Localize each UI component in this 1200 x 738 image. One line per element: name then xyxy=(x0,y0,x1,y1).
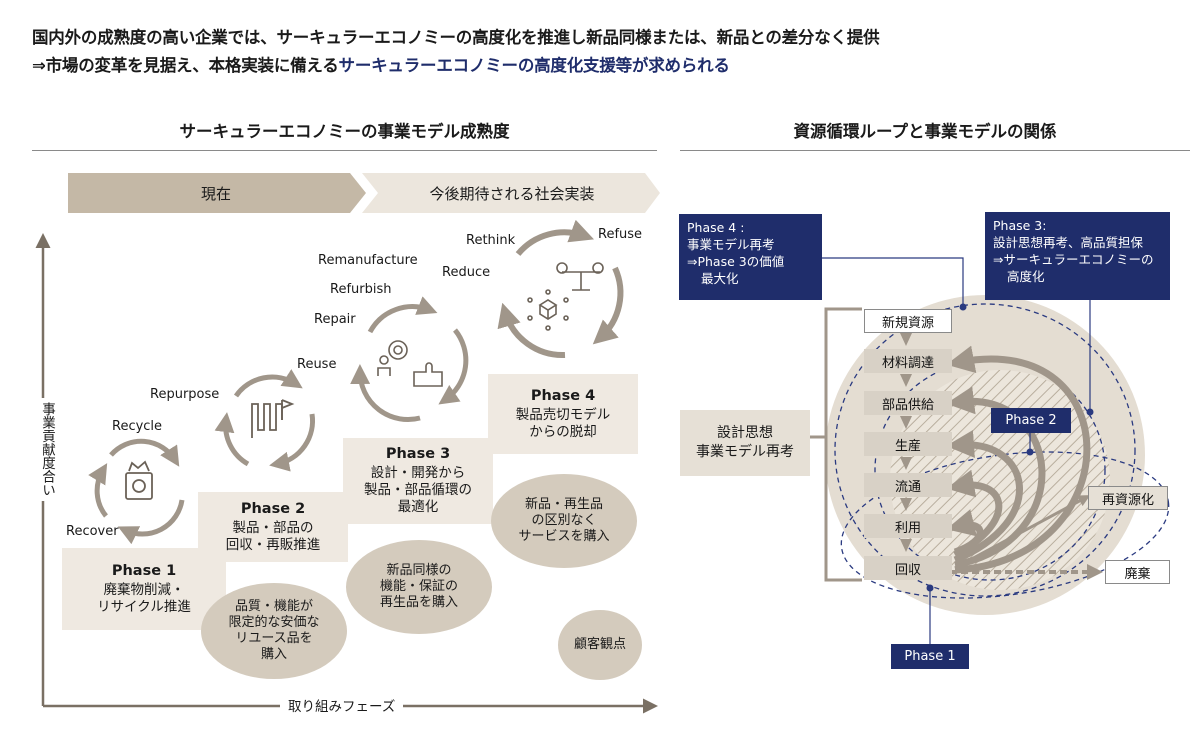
maturity-title-rule xyxy=(32,150,657,151)
band-current-shape xyxy=(68,173,366,213)
design-thinking-line1: 設計思想 xyxy=(717,425,773,441)
phase3-callout-line4: 高度化 xyxy=(1007,269,1045,284)
phase2-box: Phase 2 製品・部品の 回収・再販推進 xyxy=(198,492,348,562)
phase4-callout-line1: Phase 4 : xyxy=(687,220,745,235)
design-thinking-line2: 事業モデル再考 xyxy=(696,444,794,460)
arc-recover-to-parts xyxy=(946,386,1046,569)
r-word-repair: Repair xyxy=(314,312,356,327)
phase4-line2: からの脱却 xyxy=(529,423,597,440)
customer-perspective-label: 顧客観点 xyxy=(558,610,642,680)
phase4-callout-line2: 事業モデル再考 xyxy=(687,237,775,252)
customer3-line2: の区別なく xyxy=(531,513,597,528)
arc-use-to-production xyxy=(946,430,1023,564)
loop-title-rule xyxy=(680,150,1190,151)
phase1-line1: 廃棄物削減・ xyxy=(103,581,185,598)
band-future-shape xyxy=(362,173,660,213)
r-word-remanufacture: Remanufacture xyxy=(318,253,418,268)
design-thinking-box: 設計思想 事業モデル再考 xyxy=(680,410,810,476)
phase3-callout: Phase 3: 設計思想再考、高品質担保 ⇒サーキュラーエコノミーの 高度化 xyxy=(985,212,1170,300)
r-word-reduce: Reduce xyxy=(442,265,491,280)
orbit-flat xyxy=(840,451,1170,599)
scale-network-icon xyxy=(527,262,604,331)
customer1-line4: 購入 xyxy=(260,647,287,662)
phase2-callout: Phase 2 xyxy=(991,408,1071,433)
phase3-callout-line3: ⇒サーキュラーエコノミーの xyxy=(993,252,1154,267)
phase4-callout-line xyxy=(822,257,964,304)
route-flag-icon xyxy=(251,399,295,438)
x-axis-label: 取り組みフェーズ xyxy=(280,695,404,715)
cycle-reuse xyxy=(214,369,316,472)
y-axis-label: 事業貢献度合い xyxy=(31,398,55,501)
customer-ellipse-2: 新品同様の 機能・保証の 再生品を購入 xyxy=(346,540,492,634)
cycle-repair xyxy=(350,296,469,423)
loop-section-title: 資源循環ループと事業モデルの関係 xyxy=(793,122,1057,141)
customer3-line1: 新品・再生品 xyxy=(524,497,603,512)
maturity-section-title: サーキュラーエコノミーの事業モデル成熟度 xyxy=(179,122,510,141)
r-word-repurpose: Repurpose xyxy=(150,387,220,402)
flow-production: 生産 xyxy=(864,432,952,456)
customer3-line3: サービスを購入 xyxy=(518,529,610,544)
orbit-large xyxy=(834,303,1136,597)
phase2-line2: 回収・再販推進 xyxy=(225,536,321,553)
phase3-line1: 設計・開発から xyxy=(370,465,466,481)
phase3-callout-line1: Phase 3: xyxy=(993,218,1047,233)
phase2-name: Phase 2 xyxy=(240,500,306,517)
orbit-medium xyxy=(874,359,1106,581)
phase3-line2: 製品・部品循環の xyxy=(364,482,472,498)
customer-ellipse-1: 品質・機能が 限定的な安価な リユース品を 購入 xyxy=(201,583,347,679)
arc-recover-to-material xyxy=(946,345,1091,574)
phase3-box: Phase 3 設計・開発から 製品・部品循環の 最適化 xyxy=(343,438,493,524)
r-word-refuse: Refuse xyxy=(598,227,643,242)
gear-puzzle-icon xyxy=(377,340,443,387)
flow-material-procurement: 材料調達 xyxy=(864,349,952,373)
phase4-callout: Phase 4 : 事業モデル再考 ⇒Phase 3の価値 最大化 xyxy=(679,214,822,300)
phase3-name: Phase 3 xyxy=(385,446,451,462)
r-word-refurbish: Refurbish xyxy=(330,282,392,297)
phase1-name: Phase 1 xyxy=(111,562,177,579)
cycle-recycle xyxy=(88,438,185,545)
flow-use: 利用 xyxy=(864,514,952,538)
design-bracket xyxy=(810,307,862,582)
headline-line1: 国内外の成熟度の高い企業では、サーキュラーエコノミーの高度化を推進し新品同様また… xyxy=(32,28,880,47)
customer1-line1: 品質・機能が xyxy=(234,599,313,614)
flow-new-resources: 新規資源 xyxy=(864,309,952,333)
r-word-rethink: Rethink xyxy=(466,233,516,248)
headline-line2-accent: サーキュラーエコノミーの高度化支援等が求められる xyxy=(338,56,730,75)
customer1-line3: リユース品を xyxy=(235,631,313,646)
phase3-callout-line2: 設計思想再考、高品質担保 xyxy=(993,235,1144,250)
arrow-to-recycle xyxy=(954,495,1091,570)
recycle-resources-box: 再資源化 xyxy=(1088,486,1168,510)
customer1-line2: 限定的な安価な xyxy=(228,615,320,630)
phase3-line3: 最適化 xyxy=(397,499,439,515)
r-word-reuse: Reuse xyxy=(297,357,337,372)
phase4-name: Phase 4 xyxy=(530,387,596,404)
flow-parts-supply: 部品供給 xyxy=(864,391,952,415)
customer2-line1: 新品同様の xyxy=(386,563,452,578)
arc-use-to-use xyxy=(946,509,984,556)
waste-box: 廃棄 xyxy=(1105,560,1170,584)
customer-ellipse-3: 新品・再生品 の区別なく サービスを購入 xyxy=(491,474,637,568)
recycle-bin-icon xyxy=(125,460,153,500)
phase1-callout: Phase 1 xyxy=(891,644,969,669)
cycle-rethink xyxy=(497,219,624,359)
customer2-line3: 再生品を購入 xyxy=(379,595,458,610)
band-future: 今後期待される社会実装 xyxy=(429,184,595,203)
flow-distribution: 流通 xyxy=(864,473,952,497)
phase2-line1: 製品・部品の xyxy=(232,519,314,536)
r-word-recover: Recover xyxy=(66,524,119,539)
phase4-callout-line3: ⇒Phase 3の価値 xyxy=(687,254,785,269)
phase4-line1: 製品売切モデル xyxy=(515,406,611,423)
band-current: 現在 xyxy=(200,184,231,203)
flow-recovery: 回収 xyxy=(864,556,952,580)
headline-line2: ⇒市場の変革を見据え、本格実装に備えるサーキュラーエコノミーの高度化支援等が求め… xyxy=(32,52,730,76)
phase4-box: Phase 4 製品売切モデル からの脱却 xyxy=(488,374,638,454)
phase4-callout-line4: 最大化 xyxy=(701,271,739,286)
headline-line2-prefix: ⇒市場の変革を見据え、本格実装に備える xyxy=(32,56,339,75)
phase1-line2: リサイクル推進 xyxy=(97,598,191,615)
r-word-recycle: Recycle xyxy=(112,419,163,434)
customer2-line2: 機能・保証の xyxy=(379,579,458,594)
